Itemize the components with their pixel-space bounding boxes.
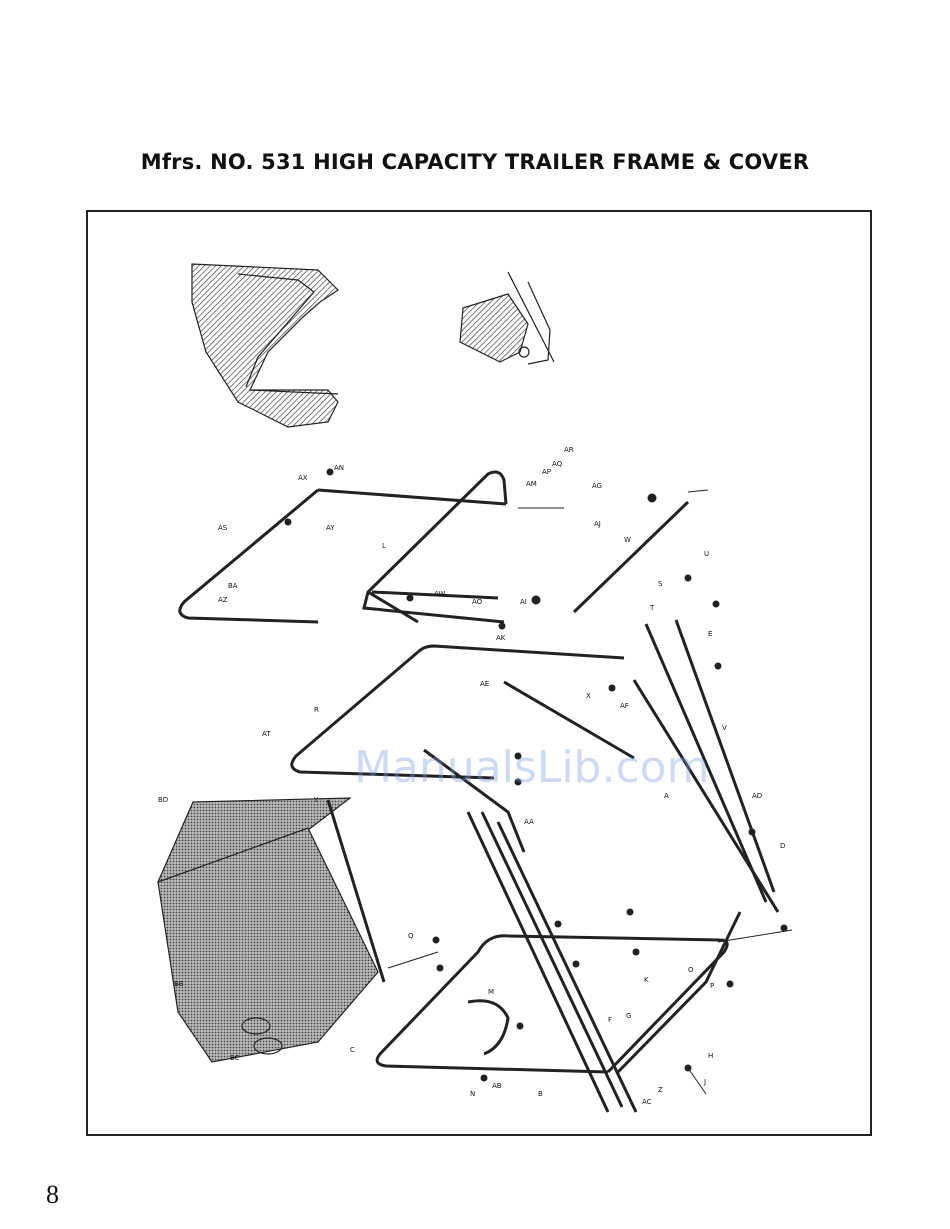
part-label: K [644,976,649,984]
part-label: S [658,580,663,588]
exploded-parts-diagram: AX AN AS AY BA AZ L AW AO AI AK AR AM AP… [86,210,872,1136]
part-label: E [708,630,712,638]
watermark: ManualsLib.com [354,742,709,793]
part-label: C [350,1046,355,1054]
part-label: BA [228,582,238,590]
part-label: R [314,706,319,714]
part-label: AJ [594,520,601,528]
part-label: O [688,966,694,974]
part-label: BC [230,1054,240,1062]
part-label: AA [524,818,534,826]
part-label: G [626,1012,631,1020]
part-label: F [608,1016,612,1024]
part-label: P [710,982,714,990]
part-label: AG [592,482,602,490]
part-label: V [722,724,727,732]
part-label: D [780,842,785,850]
part-label: BD [158,796,168,804]
part-label: T [649,604,655,612]
part-label: AS [218,524,228,532]
part-label: N [470,1090,475,1098]
frame-and-cover-drawing: AX AN AS AY BA AZ L AW AO AI AK AR AM AP… [88,212,870,1134]
part-label: AB [492,1082,502,1090]
part-label: AF [620,702,629,710]
cover-bracket-inset [460,272,554,364]
part-label: AZ [218,596,228,604]
part-label: AD [752,792,762,800]
part-label: AO [472,598,483,606]
part-label: L [382,542,386,550]
part-label: J [703,1078,706,1086]
part-label: W [624,536,631,544]
upper-frame-rails [180,472,506,622]
page-title: Mfrs. NO. 531 HIGH CAPACITY TRAILER FRAM… [0,150,950,174]
side-rails [468,502,778,1112]
part-label: B [538,1090,543,1098]
part-label: U [704,550,709,558]
part-label: AW [434,590,445,598]
tarp-cover [158,798,384,1062]
part-label: AN [334,464,344,472]
part-label: AY [326,524,335,532]
part-label: H [708,1052,713,1060]
page-number: 8 [46,1180,59,1210]
part-label: AE [480,680,489,688]
part-label: A [664,792,669,800]
part-label: AX [298,474,308,482]
part-label: AC [642,1098,652,1106]
part-label: M [488,988,494,996]
part-label: AP [542,468,551,476]
lower-frame-rails [377,912,740,1072]
part-label: Z [658,1086,663,1094]
part-label: X [586,692,591,700]
part-label: AM [526,480,537,488]
part-label: AR [564,446,574,454]
cover-corner-inset [192,264,338,427]
part-label: Y [313,796,319,804]
part-label: AT [262,730,271,738]
part-label: AI [520,598,527,606]
part-label: AK [496,634,506,642]
part-label: AQ [552,460,563,468]
part-label: BB [174,980,184,988]
part-label: Q [408,932,414,940]
